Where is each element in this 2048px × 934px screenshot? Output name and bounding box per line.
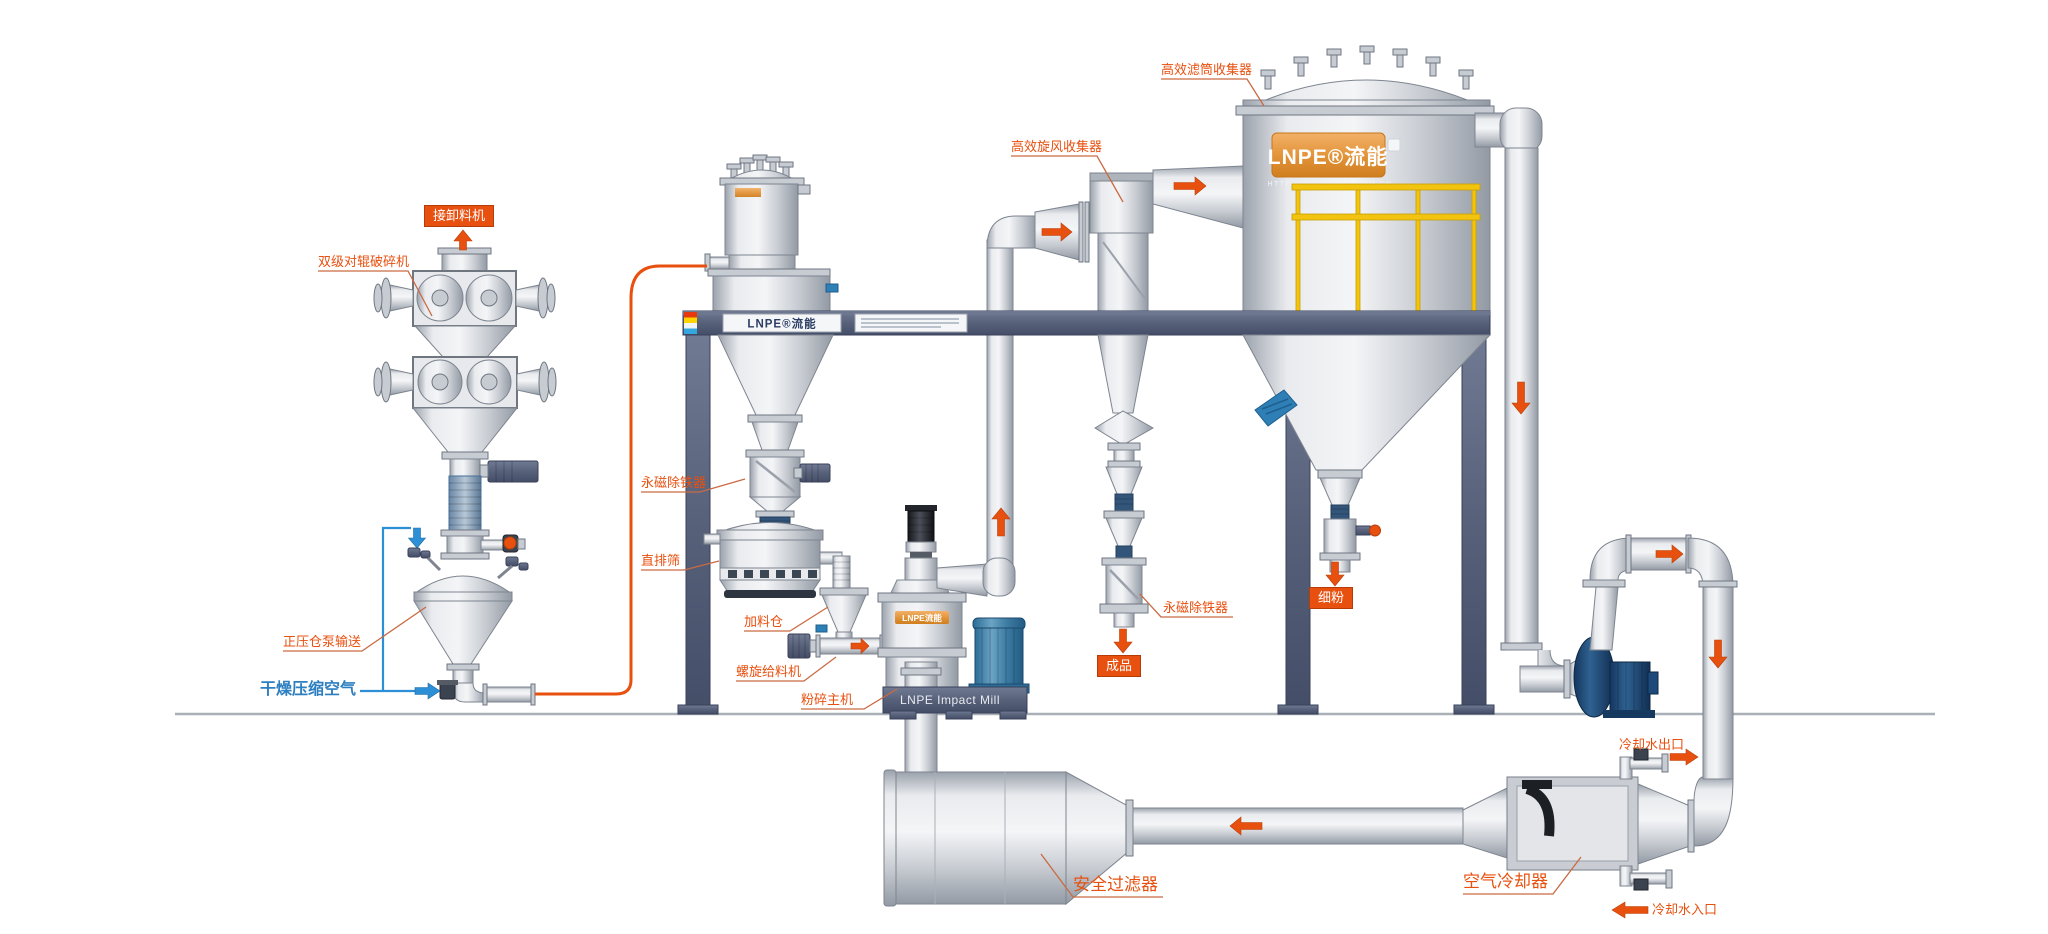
pressure-conveyor-label: 正压仓泵输送 [283, 634, 362, 649]
flow-arrows [407, 176, 1728, 919]
pneumatic-conveying-line [535, 264, 707, 696]
return-air-pipe [1132, 807, 1464, 845]
cone-slide-valve [1254, 389, 1298, 427]
compressed-air-line [360, 526, 415, 693]
feed-hopper-unit [815, 587, 869, 643]
dry-compressed-air-label: 干燥压缩空气 [260, 681, 357, 698]
beam-color-mark [684, 312, 697, 318]
cooling-water-outlet-pipe [1619, 748, 1669, 780]
feed-hopper-label: 加料仓 [744, 614, 784, 629]
beam-plate-logo [722, 313, 842, 333]
mill-logo-text: LNPE流能 [902, 613, 942, 623]
tank-logo-text: LNPE®流能 [1268, 145, 1388, 169]
tank-logo-plate [1271, 132, 1386, 178]
vacuum-feeder-tank [704, 154, 839, 313]
label-leader-lines [283, 78, 1582, 898]
finished-product-badge: 成品 [1097, 655, 1142, 677]
magnetic-separator-feed-label: 永磁除铁器 [641, 475, 707, 490]
mill-motor [968, 617, 1030, 694]
support-beam: LNPE®流能 [682, 310, 1491, 336]
cooling-water-inlet-pipe [1619, 865, 1673, 891]
cooling-water-outlet-label: 冷却水出口 [1619, 737, 1685, 752]
mill-base [882, 686, 1028, 714]
cooling-water-inlet-label: 冷却水入口 [1652, 902, 1718, 917]
air-cooler [1462, 748, 1734, 891]
magnetic-separator-feed-unit [745, 449, 831, 498]
screw-feeder-unit [787, 633, 885, 659]
magnetic-separator-product-unit [1099, 557, 1149, 628]
inline-sieve-label: 直排筛 [641, 553, 681, 568]
impact-mill: LNPE流能 LNPE Impact Mill [877, 505, 1030, 773]
fine-powder-badge: 细粉 [1309, 587, 1354, 609]
feeder-cone-chain [717, 334, 834, 534]
cyclone-cone-chain [1094, 334, 1155, 628]
safety-filter-label: 安全过滤器 [1073, 875, 1158, 894]
roller-crusher-assembly [373, 247, 557, 706]
pressure-vessel [413, 575, 536, 706]
mill-base-text: LNPE Impact Mill [900, 693, 1000, 707]
tank-top-nozzles [1260, 45, 1474, 90]
cartridge-collector-label: 高效滤筒收集器 [1161, 62, 1253, 77]
mill-logo-plate [895, 611, 949, 624]
cartridge-collector-tank: LNPE®流能 HTTP://WWW.LNPE.COM.CN [1235, 45, 1543, 651]
tank-railing [1291, 183, 1481, 313]
crusher-stage-2 [373, 356, 557, 409]
safety-filter [883, 769, 1134, 907]
magnetic-separator-product-label: 永磁除铁器 [1163, 600, 1229, 615]
unloader-badge: 接卸料机 [424, 205, 495, 227]
crusher-stage-1 [373, 270, 556, 327]
inline-sieve-unit [703, 522, 851, 598]
vessel-valves [407, 547, 529, 580]
mill-main-label: 粉碎主机 [801, 692, 854, 707]
cyclone-collector [1089, 165, 1244, 314]
air-cooler-label: 空气冷却器 [1463, 872, 1548, 891]
screw-feeder-label: 螺旋给料机 [736, 664, 802, 679]
exhaust-fan [1505, 534, 1738, 780]
beam-plate-text: LNPE®流能 [747, 317, 816, 331]
frame-legs [677, 334, 1495, 715]
roller-crusher-label: 双级对辊破碎机 [318, 254, 410, 269]
feeder-logo-patch [735, 188, 761, 197]
tank-cone-chain [1242, 334, 1492, 573]
cyclone-collector-label: 高效旋风收集器 [1011, 139, 1103, 154]
